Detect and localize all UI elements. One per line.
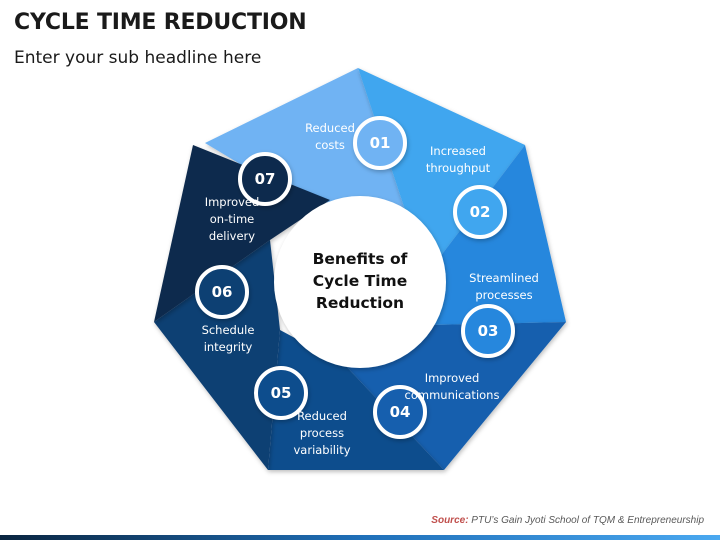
segment-7-number: 07	[255, 170, 276, 188]
segment-2-tab	[453, 185, 507, 239]
segment-3	[430, 145, 566, 325]
source-text: PTU’s Gain Jyoti School of TQM & Entrepr…	[468, 515, 704, 526]
segment-2-label-line: throughput	[426, 161, 491, 175]
segment-4-label-line: Improved	[425, 371, 480, 385]
segment-3-label-line: Streamlined	[469, 271, 539, 285]
page-title: CYCLE TIME REDUCTION	[14, 10, 307, 35]
center-circle	[274, 196, 446, 368]
segment-7-label-line: delivery	[209, 229, 255, 243]
segment-4-label: Improved communications	[405, 371, 500, 402]
segment-6	[154, 240, 280, 470]
segment-4	[345, 322, 566, 470]
segment-3-number: 03	[478, 322, 499, 340]
segment-6-label: Schedule integrity	[202, 323, 255, 354]
center-title-line-1: Benefits of	[313, 250, 408, 268]
bottom-accent-bar	[0, 535, 720, 540]
segment-7-tab	[238, 152, 292, 206]
segment-5-number: 05	[271, 384, 292, 402]
segment-3-label-line: processes	[475, 288, 532, 302]
segment-5-tab	[254, 366, 308, 420]
segment-4-label-line: communications	[405, 388, 500, 402]
segment-1-label: Reduced costs	[305, 121, 355, 152]
segment-5-label-line: variability	[293, 443, 350, 457]
segment-4-number: 04	[390, 403, 411, 421]
segment-6-tab	[195, 265, 249, 319]
segment-6-number: 06	[212, 283, 233, 301]
segment-1-label-line: Reduced	[305, 121, 355, 135]
segment-7-label-line: on-time	[210, 212, 254, 226]
center-title-line-3: Reduction	[316, 294, 404, 312]
segment-7-label-line: Improved	[205, 195, 260, 209]
segment-2-label: Increased throughput	[426, 144, 491, 175]
segment-2	[358, 68, 525, 270]
page-subtitle: Enter your sub headline here	[14, 48, 262, 68]
segment-7-label: Improved on-time delivery	[205, 195, 260, 243]
segment-5-label-line: Reduced	[297, 409, 347, 423]
segment-3-label: Streamlined processes	[469, 271, 539, 302]
segment-1-tab	[353, 116, 407, 170]
source-label: Source:	[431, 515, 469, 526]
segment-2-number: 02	[470, 203, 491, 221]
segment-4-tab	[373, 385, 427, 439]
center-title-line-2: Cycle Time	[313, 272, 407, 290]
source-citation: Source: PTU’s Gain Jyoti School of TQM &…	[431, 515, 704, 526]
segment-6-label-line: Schedule	[202, 323, 255, 337]
segment-1	[205, 68, 405, 210]
segment-6-label-line: integrity	[204, 340, 253, 354]
segment-3-tab	[461, 304, 515, 358]
segment-1-number: 01	[370, 134, 391, 152]
segment-5-label-line: process	[300, 426, 344, 440]
segment-5-label: Reduced process variability	[293, 409, 350, 457]
segment-2-label-line: Increased	[430, 144, 486, 158]
segment-1-label-line: costs	[315, 138, 345, 152]
